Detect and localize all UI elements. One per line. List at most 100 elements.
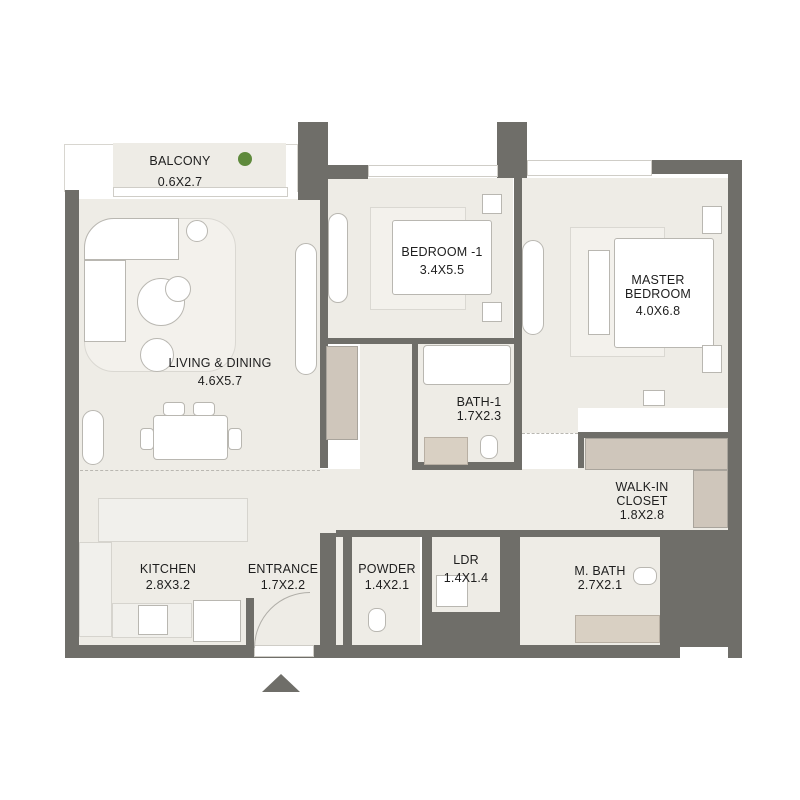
room-name: BALCONY [149,154,211,168]
bathtub [423,345,511,385]
wall [578,432,728,438]
powder-floor [352,537,420,645]
room-dims: 1.4X1.4 [443,571,489,585]
room-name: LIVING & DINING [168,356,272,370]
room-dims: 4.6X5.7 [197,374,243,388]
room-dims: 1.7X2.2 [260,578,306,592]
nightstand [702,206,722,234]
room-name: BEDROOM -1 [401,245,483,259]
console [295,243,317,375]
pouf [140,338,174,372]
wall [280,645,680,658]
chair [140,428,154,450]
room-label-mbath: M. BATH 2.7X2.1 [565,564,635,592]
bench [588,250,610,335]
room-dims: 0.6X2.7 [157,175,203,189]
wall [497,122,527,178]
nightstand [482,194,502,214]
wall [728,170,742,658]
wall [320,178,328,468]
dining-table [153,415,228,460]
window [527,160,652,176]
wall [660,537,742,647]
room-name: KITCHEN [139,562,197,576]
wall [652,160,742,174]
room-dims: 3.4X5.5 [419,263,465,277]
room-dims: 2.7X2.1 [577,578,623,592]
room-label-living: LIVING & DINING 4.6X5.7 [158,356,282,388]
wardrobe [522,240,544,335]
closet-shelves [693,470,728,528]
wall [328,165,368,179]
room-dims: 4.0X6.8 [635,304,681,318]
toilet [480,435,498,459]
room-label-bath1: BATH-1 1.7X2.3 [448,395,510,423]
wall [412,462,522,470]
wardrobe [328,213,348,303]
side-table [186,220,208,242]
wall [515,530,728,537]
balcony-floor [113,143,286,187]
room-dims: 1.7X2.3 [456,409,502,423]
stove [138,605,168,635]
bed [392,220,492,295]
room-name: LDR [453,553,479,567]
dash-line [522,433,578,434]
toilet [633,567,657,585]
room-label-kitchen: KITCHEN 2.8X3.2 [128,562,208,592]
wall [328,338,515,344]
room-label-entrance: ENTRANCE 1.7X2.2 [238,562,328,592]
chair [193,402,215,416]
wall [343,537,352,647]
nightstand [482,302,502,322]
side-table [165,276,191,302]
wall [320,533,336,645]
window [113,187,288,197]
stool [643,390,665,406]
kitchen-counter [79,542,112,637]
wall [500,537,520,647]
wall [578,432,584,468]
bench [82,410,104,465]
closet-shelves [585,438,728,470]
wall [65,190,79,658]
room-name: POWDER [358,562,416,576]
room-name: M. BATH [574,564,626,578]
room-label-walkin: WALK-IN CLOSET 1.8X2.8 [604,480,680,522]
room-name: BATH-1 [456,395,502,409]
room-name-line2: BEDROOM [625,287,691,301]
toilet [368,608,386,632]
linen-closet [326,346,358,440]
window [368,165,498,177]
wall [514,178,522,468]
washer [436,575,468,607]
nightstand [702,345,722,373]
wall [432,612,500,647]
room-dims: 1.4X2.1 [364,578,410,592]
room-label-ldr: LDR 1.4X1.4 [436,553,496,585]
room-name: ENTRANCE [247,562,319,576]
room-label-powder: POWDER 1.4X2.1 [352,562,422,592]
sofa [84,218,179,260]
sofa [84,260,126,342]
room-dims: 2.8X3.2 [145,578,191,592]
room-name-line1: WALK-IN [615,480,669,494]
room-name-line1: MASTER [631,273,685,287]
room-label-master: MASTER BEDROOM 4.0X6.8 [614,273,702,318]
chair [163,402,185,416]
wall [412,338,418,468]
vanity [575,615,660,643]
chair [228,428,242,450]
fridge [193,600,241,642]
bed [614,238,714,348]
room-label-bedroom1: BEDROOM -1 3.4X5.5 [392,245,492,277]
room-dims: 1.8X2.8 [619,508,665,522]
desk [578,408,728,432]
wall [336,530,526,537]
room-name-line2: CLOSET [616,494,668,508]
plant-icon [238,152,252,166]
wall [246,598,254,646]
entrance-arrow-icon [262,674,300,692]
kitchen-island [98,498,248,542]
wall [422,537,432,647]
